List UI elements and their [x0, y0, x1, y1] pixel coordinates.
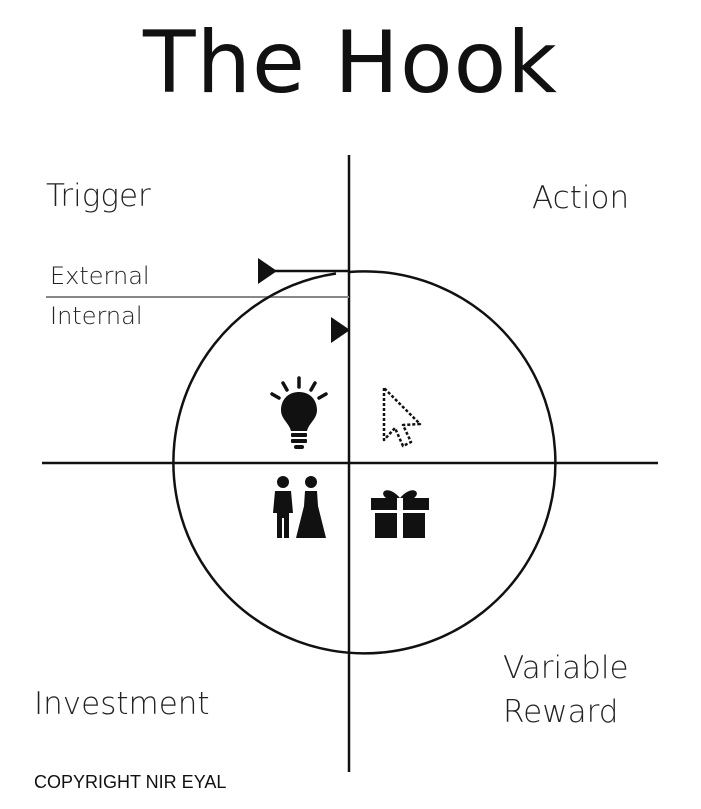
gift-icon — [371, 490, 429, 538]
investment-label: Investment — [34, 686, 210, 722]
hook-cycle-circle — [172, 270, 557, 655]
variable-reward-label: Variable Reward — [503, 646, 629, 734]
action-label: Action — [532, 180, 630, 216]
internal-trigger-arrow — [331, 317, 350, 343]
variable-reward-line-1: Variable — [503, 650, 629, 686]
couple-icon — [273, 476, 326, 538]
trigger-label: Trigger — [46, 178, 151, 214]
variable-reward-line-2: Reward — [503, 694, 619, 730]
mouse-cursor-icon — [382, 386, 422, 448]
copyright-notice: COPYRIGHT NIR EYAL — [34, 772, 227, 792]
diagram-title: The Hook — [143, 13, 558, 113]
external-trigger-label: External — [50, 262, 150, 290]
external-trigger-arrow — [258, 258, 277, 284]
internal-trigger-label: Internal — [50, 302, 143, 330]
lightbulb-icon — [270, 376, 328, 449]
